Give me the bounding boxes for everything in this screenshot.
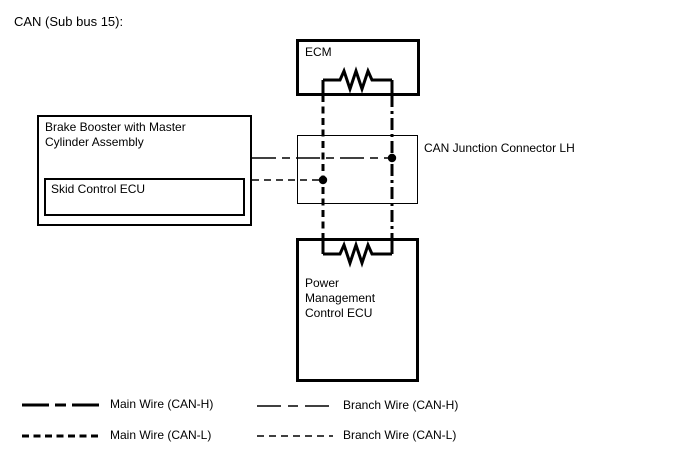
brake-booster-label: Brake Booster with Master Cylinder Assem… [45, 120, 186, 149]
legend-branch-wire-can-l-label: Branch Wire (CAN-L) [343, 428, 457, 442]
ecm-label: ECM [305, 45, 332, 59]
ecm-box: ECM [296, 39, 420, 96]
legend-branch-wire-can-h-label: Branch Wire (CAN-H) [343, 398, 459, 412]
can-junction-connector-box [297, 135, 418, 204]
legend-main-wire-can-l-label: Main Wire (CAN-L) [110, 428, 212, 442]
diagram-title: CAN (Sub bus 15): [14, 14, 124, 29]
skid-control-ecu-label: Skid Control ECU [51, 182, 146, 196]
skid-control-ecu-box: Skid Control ECU [44, 178, 245, 216]
power-management-control-ecu-box: Power Management Control ECU [296, 238, 419, 382]
legend-main-wire-can-h-label: Main Wire (CAN-H) [110, 397, 214, 411]
can-junction-connector-label: CAN Junction Connector LH [424, 141, 575, 155]
brake-booster-box: Brake Booster with Master Cylinder Assem… [37, 115, 252, 226]
power-management-control-ecu-label: Power Management Control ECU [305, 276, 376, 320]
